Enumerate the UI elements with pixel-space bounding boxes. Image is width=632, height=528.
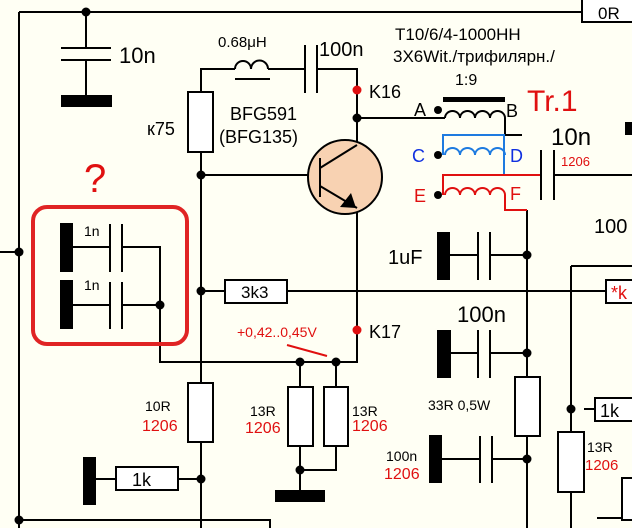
resistor-13r-right-label: 13R <box>587 439 613 455</box>
resistor-star <box>605 279 632 304</box>
resistor-13r-emitter-1 <box>287 386 314 447</box>
transistor-name: BFG591 <box>230 104 297 124</box>
resistor-3k3 <box>224 279 288 304</box>
pin-d: D <box>510 146 523 166</box>
cap-feedback-label: 100n <box>319 39 364 61</box>
resistor-0r <box>581 0 632 23</box>
capacitor-1n-upper <box>109 224 123 272</box>
capacitor-1uf <box>477 232 491 280</box>
pin-f: F <box>510 184 521 204</box>
ground-icon <box>429 435 442 483</box>
resistor-k75 <box>187 91 214 153</box>
cap-1n-upper-label: 1n <box>84 223 100 239</box>
pin-c: C <box>412 146 425 166</box>
cap-100n-supply-label: 100n <box>457 302 506 327</box>
resistor-1k-right <box>594 397 632 422</box>
winding-cd-wire <box>442 134 505 175</box>
ground-icon <box>275 490 325 502</box>
capacitor-100n-feedback <box>304 45 318 93</box>
winding-ef-wire <box>442 174 541 211</box>
resistor-3k3-label: 3k3 <box>241 283 268 302</box>
inductor-label: 0.68μH <box>218 34 267 51</box>
capacitor-1n-lower <box>109 282 123 329</box>
junction-dots <box>14 7 576 525</box>
transistor-alt: (BFG135) <box>219 127 298 147</box>
resistor-0r-label: 0R <box>598 4 620 23</box>
resistor-33r <box>514 376 541 437</box>
winding-cd-icon <box>444 147 506 156</box>
cap-output-label: 10n <box>551 124 591 151</box>
partial-component-box <box>621 477 632 521</box>
resistor-13r-right <box>557 431 585 493</box>
pin-b: B <box>506 101 518 121</box>
cap-1uf-label: 1uF <box>388 247 422 269</box>
wires <box>0 11 632 528</box>
capacitor-100n-bottom <box>479 436 493 483</box>
capacitor-10n-top <box>61 47 112 107</box>
voltage-pointer <box>286 344 328 357</box>
voltage-note: +0,42..0,45V <box>237 324 317 340</box>
resistor-33r-label: 33R 0,5W <box>428 397 491 413</box>
capacitor-10n-output <box>540 150 555 200</box>
resistor-em2-label: 13R <box>352 403 378 419</box>
transistor-npn-icon <box>307 139 383 215</box>
resistor-em1-label: 13R <box>250 403 276 419</box>
transformer-winding: 3X6Wit./трифилярн./ <box>393 47 555 66</box>
ground-icon <box>437 232 450 280</box>
winding-ab-icon <box>444 110 506 119</box>
transformer-ratio: 1:9 <box>455 72 477 89</box>
question-highlight-box <box>31 205 189 346</box>
resistor-13r-right-pkg: 1206 <box>585 457 618 474</box>
resistor-em1-pkg: 1206 <box>245 420 281 437</box>
transformer-core: T10/6/4-1000HH <box>395 25 521 44</box>
resistor-k75-label: к75 <box>147 119 175 139</box>
resistor-star-label: *k <box>611 283 628 303</box>
ground-icon <box>437 330 451 378</box>
transformer-core-bar <box>443 97 505 102</box>
resistor-em2-pkg: 1206 <box>352 418 388 435</box>
resistor-10r-label: 10R <box>145 398 171 414</box>
ground-icon <box>60 223 73 272</box>
k16-label: K16 <box>369 82 401 102</box>
cap-100n-bottom-pkg: 1206 <box>384 466 420 483</box>
ground-icon <box>61 95 112 107</box>
inductor-icon <box>234 59 270 80</box>
cap-right-partial-label: 100 <box>594 216 627 238</box>
resistor-13r-emitter-2 <box>323 386 349 447</box>
resistor-1k-right-label: 1k <box>600 401 620 421</box>
pin-a: A <box>414 100 426 120</box>
resistor-10r-pkg: 1206 <box>142 418 178 435</box>
question-mark: ? <box>84 157 106 201</box>
test-point-k16 <box>352 85 362 95</box>
resistor-10r <box>187 382 214 443</box>
pin-e: E <box>414 186 426 206</box>
resistor-1k <box>115 466 179 491</box>
cap-1n-lower-label: 1n <box>84 277 100 293</box>
ground-icon <box>60 280 73 329</box>
k17-label: K17 <box>369 322 401 342</box>
cap-top-left-label: 10n <box>119 43 156 68</box>
capacitor-100n-supply <box>477 330 491 378</box>
partial-component <box>625 122 632 135</box>
cap-100n-bottom-label: 100n <box>386 448 417 464</box>
transformer-title: Tr.1 <box>527 85 578 118</box>
resistor-1k-label: 1k <box>132 470 152 490</box>
test-point-k17 <box>352 325 362 335</box>
ground-icon <box>83 457 96 505</box>
winding-ef-icon <box>444 187 506 196</box>
cap-output-pkg: 1206 <box>561 154 590 169</box>
